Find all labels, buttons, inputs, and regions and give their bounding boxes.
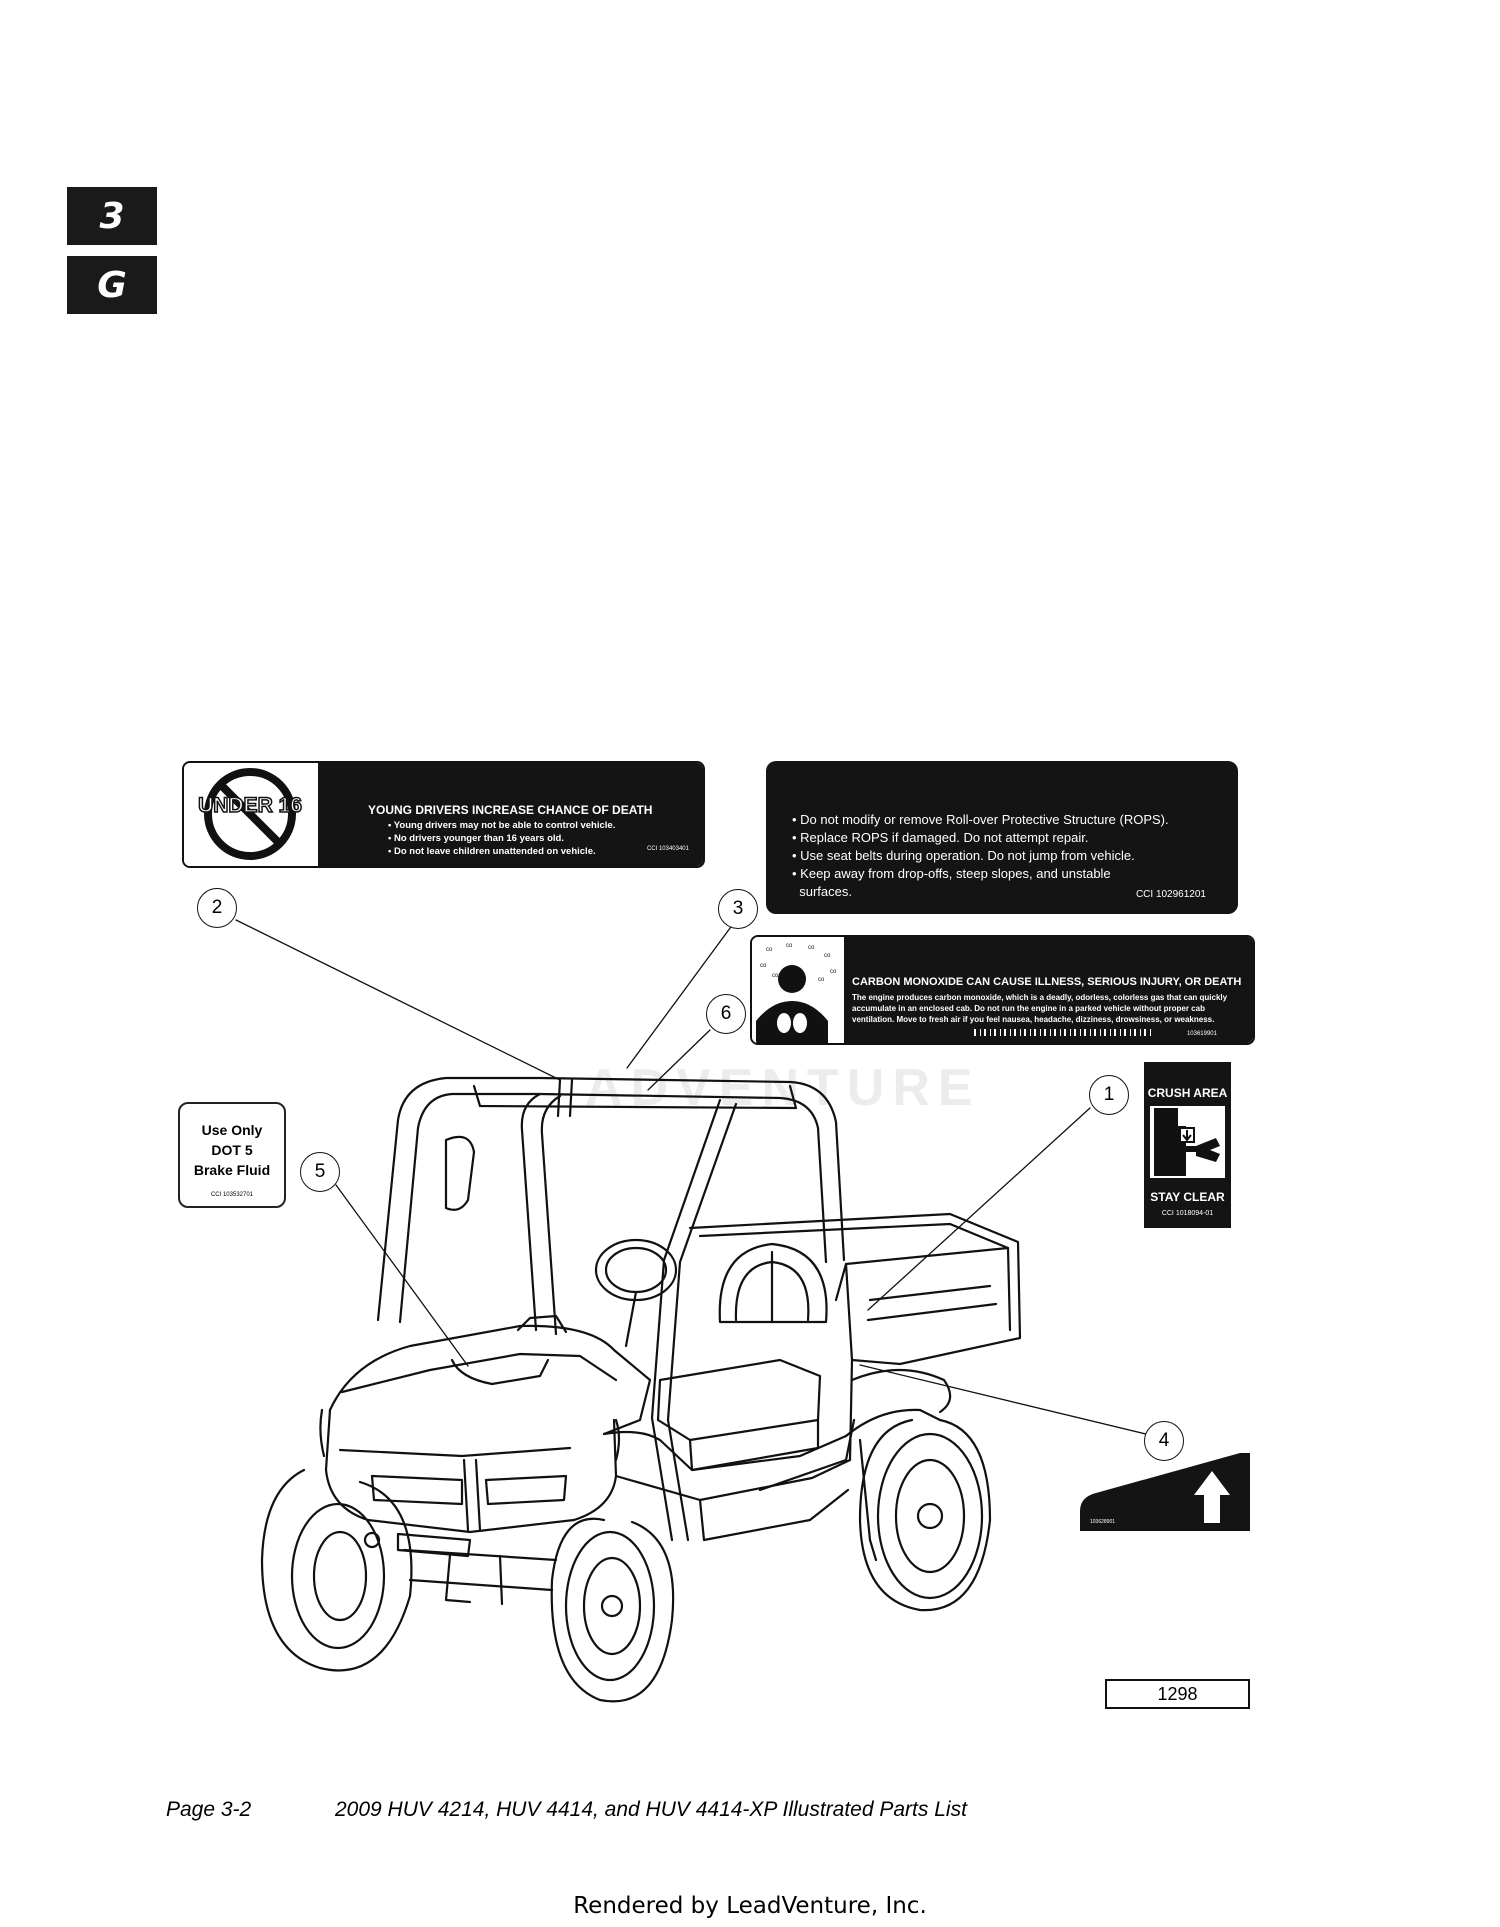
brake-fluid-text: Use Only DOT 5 Brake Fluid <box>180 1120 284 1180</box>
brake-line: Brake Fluid <box>193 1162 271 1178</box>
bullet: • Keep away from drop-offs, steep slopes… <box>792 866 1111 881</box>
page-number: Page 3-2 <box>166 1798 252 1821</box>
co-body: The engine produces carbon monoxide, whi… <box>852 993 1228 1024</box>
watermark: ADVENTURE <box>585 1059 981 1117</box>
bullet: • Young drivers may not be able to contr… <box>388 820 616 831</box>
svg-text:co: co <box>830 969 837 975</box>
section-tab: G <box>67 256 157 314</box>
chapter-tab: 3 <box>67 187 157 245</box>
young-drivers-decal: UNDER 16 YOUNG DRIVERS INCREASE CHANCE O… <box>182 761 705 868</box>
bullet: • No drivers younger than 16 years old. <box>388 833 564 844</box>
callout-4: 4 <box>1144 1421 1184 1461</box>
svg-text:co: co <box>818 977 825 983</box>
young-drivers-title: YOUNG DRIVERS INCREASE CHANCE OF DEATH <box>368 803 653 817</box>
chapter-number: 3 <box>99 195 125 237</box>
barcode <box>974 1029 1154 1036</box>
stay-clear-text: STAY CLEAR <box>1150 1190 1225 1204</box>
decal-code: 103619901 <box>1186 1031 1217 1037</box>
svg-text:co: co <box>824 953 831 959</box>
co-title: CARBON MONOXIDE CAN CAUSE ILLNESS, SERIO… <box>852 976 1242 988</box>
callout-2: 2 <box>197 888 237 928</box>
callout-3: 3 <box>718 889 758 929</box>
bullet: • Replace ROPS if damaged. Do not attemp… <box>792 830 1089 845</box>
svg-text:co: co <box>772 973 779 979</box>
brake-fluid-decal: Use Only DOT 5 Brake Fluid CCI 103532701 <box>178 1102 286 1208</box>
svg-text:co: co <box>760 963 767 969</box>
decal-code: 103628901 <box>1090 1519 1115 1525</box>
figure-number: 1298 <box>1105 1679 1250 1709</box>
crush-area-decal: CRUSH AREA STAY CLEAR CCI 1018094-01 <box>1144 1062 1231 1228</box>
crush-hand-icon <box>1150 1106 1225 1178</box>
bullet: • Use seat belts during operation. Do no… <box>792 848 1135 863</box>
bullet: surfaces. <box>792 884 852 899</box>
svg-text:co: co <box>766 947 773 953</box>
co-text: CARBON MONOXIDE CAN CAUSE ILLNESS, SERIO… <box>844 937 1253 1043</box>
arrow-decal: 103628901 <box>1080 1453 1250 1531</box>
decal-code: CCI 102961201 <box>1135 889 1206 900</box>
section-letter: G <box>97 264 127 306</box>
bullet: • Do not modify or remove Roll-over Prot… <box>792 812 1169 827</box>
svg-text:co: co <box>808 945 815 951</box>
under-16-icon: UNDER 16 <box>184 763 318 866</box>
decal-code: CCI 1018094-01 <box>1161 1210 1214 1217</box>
young-drivers-text: YOUNG DRIVERS INCREASE CHANCE OF DEATH •… <box>318 763 703 866</box>
brake-line: DOT 5 <box>211 1142 253 1158</box>
rops-decal: • Do not modify or remove Roll-over Prot… <box>766 761 1238 914</box>
young-drivers-bullets: • Young drivers may not be able to contr… <box>388 819 615 858</box>
rops-bullets: • Do not modify or remove Roll-over Prot… <box>792 811 1169 901</box>
bullet: • Do not leave children unattended on ve… <box>388 846 596 857</box>
crush-area-title: CRUSH AREA <box>1147 1086 1228 1100</box>
callout-1: 1 <box>1089 1075 1129 1115</box>
decal-code: CCI 103403401 <box>646 846 689 852</box>
decal-code: CCI 103532701 <box>210 1192 254 1198</box>
svg-text:co: co <box>786 943 793 949</box>
callout-5: 5 <box>300 1152 340 1192</box>
under-16-text: UNDER 16 <box>198 794 302 817</box>
document-title: 2009 HUV 4214, HUV 4414, and HUV 4414-XP… <box>335 1798 967 1821</box>
callout-6: 6 <box>706 994 746 1034</box>
brake-line: Use Only <box>201 1122 263 1138</box>
rendered-by: Rendered by LeadVenture, Inc. <box>573 1893 927 1919</box>
